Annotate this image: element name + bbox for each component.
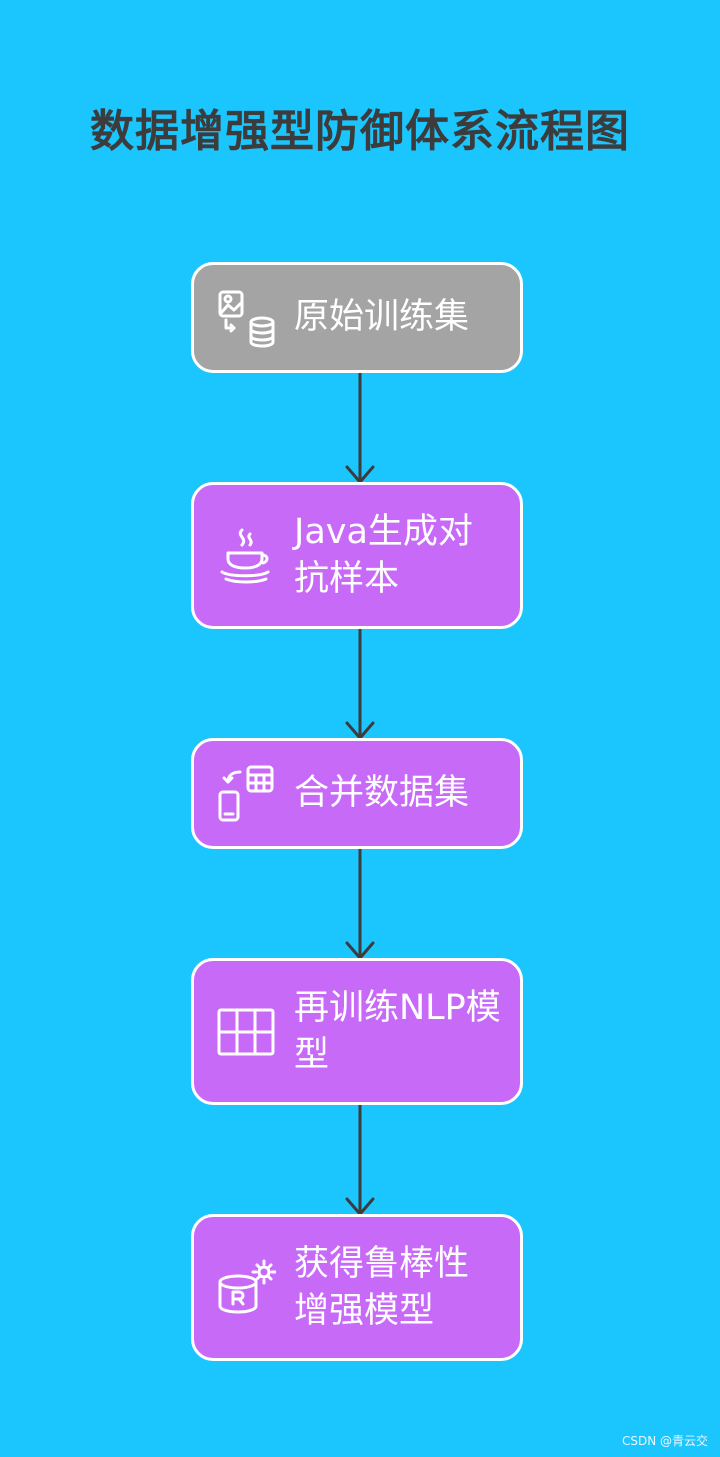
node-merge-dataset: 合并数据集 xyxy=(191,738,523,849)
diagram-title: 数据增强型防御体系流程图 xyxy=(90,106,630,157)
node-label: 再训练NLP模型 xyxy=(294,987,501,1075)
node-label: 获得鲁棒性增强模型 xyxy=(294,1243,470,1331)
node-label: 合并数据集 xyxy=(294,773,470,813)
node-original-training-set: 原始训练集 xyxy=(191,262,523,373)
node-robust-model: 获得鲁棒性增强模型 xyxy=(191,1214,523,1361)
node-label: Java生成对抗样本 xyxy=(294,511,473,599)
java-icon xyxy=(216,526,276,586)
node-java-adversarial-samples: Java生成对抗样本 xyxy=(191,482,523,629)
phone-sync-calculator-icon xyxy=(216,764,276,824)
node-label: 原始训练集 xyxy=(294,297,470,337)
watermark: CSDN @青云交 xyxy=(621,1434,708,1448)
table-grid-icon xyxy=(216,1002,276,1062)
database-r-gear-icon xyxy=(216,1258,276,1318)
image-database-icon xyxy=(216,288,276,348)
node-retrain-nlp-model: 再训练NLP模型 xyxy=(191,958,523,1105)
